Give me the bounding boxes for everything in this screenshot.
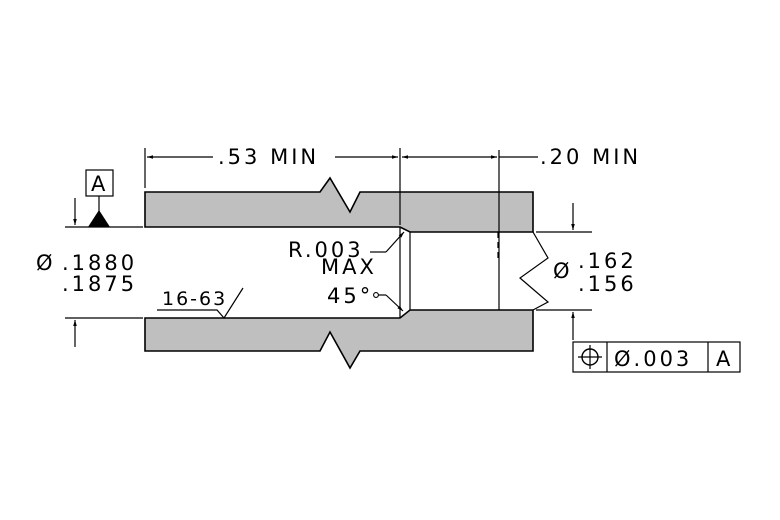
bore-step [399, 227, 411, 318]
dim-counterbore-min-text: .20 MIN [540, 145, 641, 169]
radius-line2: MAX [321, 255, 377, 279]
chamfer-callout: 45° [327, 284, 404, 312]
datum-a: A [85, 169, 114, 227]
datum-a-label: A [91, 172, 106, 196]
feature-control-frame: Ø.003 A [572, 341, 741, 373]
dim-hole-diameter: Ø .162 .156 [536, 203, 637, 340]
dim-length-min: .53 MIN [147, 145, 398, 169]
bore-dia-symbol: Ø [36, 251, 56, 275]
surface-finish-text: 16-63 [162, 288, 227, 310]
bore-dia-upper: .1880 [62, 251, 137, 275]
hole-dia-lower: .156 [578, 272, 637, 296]
lower-wall [144, 309, 534, 370]
fcf-datum-ref: A [716, 347, 731, 371]
fcf-tolerance: Ø.003 [614, 347, 692, 371]
dim-bore-diameter: Ø .1880 .1875 [36, 198, 143, 347]
datum-triangle-icon [88, 210, 110, 227]
hole-dia-upper: .162 [578, 249, 637, 273]
upper-wall [144, 176, 534, 233]
bore-dia-lower: .1875 [62, 272, 137, 296]
dim-length-min-text: .53 MIN [218, 145, 319, 169]
radius-line1: R.003 [288, 238, 364, 262]
position-icon [578, 345, 602, 369]
hole-dia-symbol: Ø [553, 259, 573, 283]
dim-counterbore-min: .20 MIN [402, 145, 641, 169]
surface-finish-icon [157, 287, 244, 319]
surface-finish-callout: 16-63 [157, 287, 244, 319]
radius-callout: R.003 MAX [288, 231, 405, 279]
chamfer-angle: 45° [327, 284, 373, 308]
break-line [519, 231, 550, 311]
